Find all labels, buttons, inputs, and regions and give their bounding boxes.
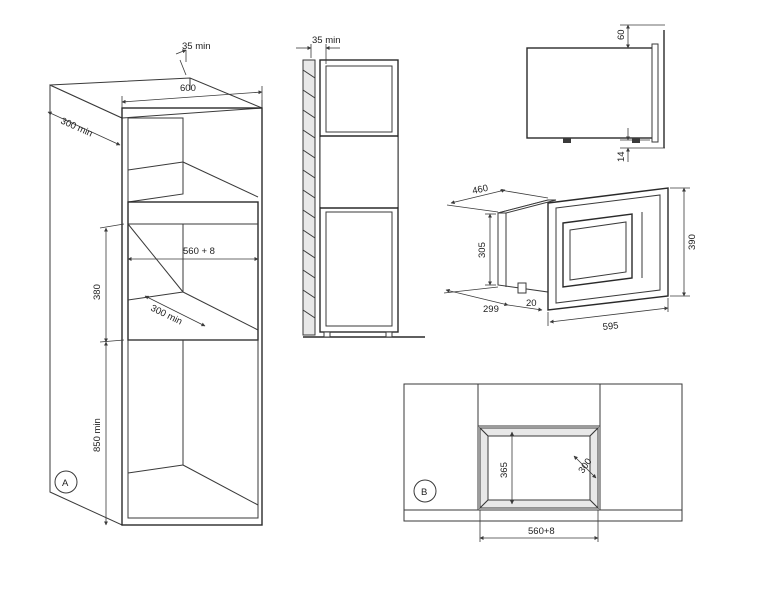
cabinet-front-frame xyxy=(121,107,263,526)
dim-line-b-depth xyxy=(573,455,597,479)
section-lower-box xyxy=(325,211,393,327)
label-width: 600 xyxy=(180,83,196,94)
label-side-gap: 35 min xyxy=(312,35,341,46)
marker-a-circle xyxy=(54,470,78,494)
appliance-side-body xyxy=(526,47,656,139)
label-b-height: 365 xyxy=(499,462,510,478)
label-opening-height: 380 xyxy=(92,284,103,300)
niche-bottom-face xyxy=(478,499,600,509)
dim-line-app-body-depth xyxy=(445,288,509,307)
marker-b: B xyxy=(421,487,427,498)
dim-line-shelf-depth xyxy=(144,295,206,327)
appliance-side-view: 60 14 xyxy=(526,24,665,162)
label-base-height: 850 min xyxy=(92,418,103,452)
label-b-width: 560+8 xyxy=(528,526,555,537)
label-app-frame-depth: 20 xyxy=(526,298,537,309)
appliance-front-edge xyxy=(651,43,659,143)
niche-top-face xyxy=(478,427,600,437)
niche-right-face xyxy=(589,426,599,510)
upper-compartment-back xyxy=(127,117,184,203)
lower-compartment xyxy=(127,339,259,519)
front-inner-frame xyxy=(555,194,661,304)
door-window xyxy=(569,221,627,281)
dim-line-depth xyxy=(47,111,121,146)
label-app-body-height: 305 xyxy=(477,242,488,258)
marker-a: A xyxy=(62,478,69,489)
label-depth-gap: 35 min xyxy=(182,41,211,52)
cabinet-side-panel xyxy=(49,84,123,526)
microwave-niche xyxy=(127,201,259,341)
appliance-body-top xyxy=(497,199,557,214)
dim-line-width xyxy=(121,90,263,104)
dim-line-app-front-width xyxy=(549,306,669,324)
view-a-cabinet: 35 min 600 300 min 560 + 8 300 min 380 8… xyxy=(47,41,263,526)
label-app-depth: 460 xyxy=(471,183,489,197)
label-bottom-gap: 14 xyxy=(616,151,627,162)
view-b-upper-panel xyxy=(477,383,601,427)
dim-line-depth-gap xyxy=(179,59,187,76)
label-app-front-width: 595 xyxy=(602,320,619,333)
dim-line-app-frame-depth xyxy=(507,304,543,312)
appliance-door xyxy=(562,213,633,288)
side-section: 35 min xyxy=(296,35,425,338)
section-upper-box xyxy=(325,65,393,133)
label-opening-width: 560 + 8 xyxy=(183,246,215,257)
label-app-front-height: 390 xyxy=(687,234,698,250)
appliance-front-frame xyxy=(547,187,669,311)
appliance-foot xyxy=(517,282,527,294)
niche-left-face xyxy=(479,426,489,510)
label-top-gap: 60 xyxy=(616,29,627,40)
marker-b-circle xyxy=(413,479,437,503)
view-b-front: 365 300 560+8 B xyxy=(403,383,683,542)
dim-line-app-depth xyxy=(450,188,506,205)
appliance-3d-view: 460 305 390 595 299 20 xyxy=(443,183,698,333)
label-app-body-depth: 299 xyxy=(483,304,499,315)
